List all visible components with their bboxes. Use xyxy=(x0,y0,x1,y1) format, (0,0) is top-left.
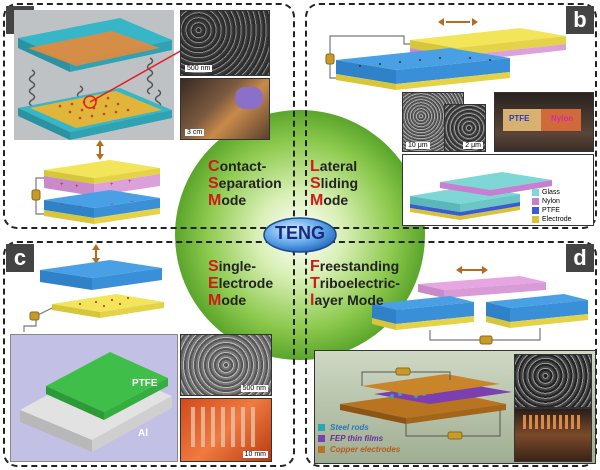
photo-ptfe-label: PTFE xyxy=(509,114,530,123)
legend-b-electrode: Electrode xyxy=(532,215,592,224)
panel-c-sem-scale: 500 nm xyxy=(240,385,268,392)
panel-d xyxy=(305,241,597,467)
panel-b-legend: Glass Nylon PTFE Electrode xyxy=(532,188,592,224)
mode-single-electrode: Single- Electrode Mode xyxy=(208,258,274,309)
panel-a-photo: 3 cm xyxy=(180,78,270,140)
panel-b-sem1-scale: 10 μm xyxy=(406,142,430,149)
svg-text:−: − xyxy=(130,199,134,205)
svg-text:+: + xyxy=(128,179,132,185)
panel-b-sem-image-2: 2 μm xyxy=(444,104,486,152)
legend-d-copper: Copper electrodes xyxy=(318,444,508,455)
panel-c-al-label: Al xyxy=(138,428,148,439)
legend-b-ptfe: PTFE xyxy=(532,206,592,215)
mode-lateral-sliding: Lateral Sliding Mode xyxy=(310,158,358,209)
panel-b xyxy=(305,3,597,229)
panel-c-photo: 10 mm xyxy=(180,398,272,462)
panel-c-sem-image: 500 nm xyxy=(180,334,272,396)
panel-c-illustration xyxy=(23,244,164,332)
panel-a-stack-diagram: + + + + − − − − xyxy=(31,140,160,224)
svg-text:−: − xyxy=(110,202,114,208)
panel-label-b: b xyxy=(566,6,594,34)
legend-b-glass: Glass xyxy=(532,188,592,197)
panel-c-photo-scale: 10 mm xyxy=(242,451,268,458)
svg-text:+: + xyxy=(60,182,64,188)
photo-copper-strips xyxy=(523,415,583,429)
panel-a-photo-scale: 3 cm xyxy=(185,129,205,136)
panel-c xyxy=(3,241,295,467)
teng-badge xyxy=(263,217,337,253)
panel-a-sem-scale: 500 nm xyxy=(185,65,213,72)
panel-d-sem-image xyxy=(514,354,592,408)
panel-c-ptfe-label: PTFE xyxy=(132,378,158,389)
panel-b-sem2-scale: 2 μm xyxy=(463,142,483,149)
electrode-pattern xyxy=(191,407,261,447)
panel-b-illustration xyxy=(325,18,566,90)
teng-label: TENG xyxy=(274,223,325,243)
legend-b-nylon: Nylon xyxy=(532,197,592,206)
svg-text:+: + xyxy=(110,182,114,188)
mode-freestanding: Freestanding Triboelectric- layer Mode xyxy=(310,258,400,309)
legend-d-steel-rods: Steel rods xyxy=(318,422,508,433)
photo-ptfe-strip xyxy=(503,109,541,131)
photo-nylon-label: Nylon xyxy=(551,114,574,123)
legend-d-fep: FEP thin films xyxy=(318,433,508,444)
svg-text:−: − xyxy=(78,204,82,210)
panel-a xyxy=(3,3,295,229)
panel-c-render-shapes xyxy=(20,352,172,452)
svg-text:−: − xyxy=(60,202,64,208)
panel-a-illustration xyxy=(14,10,201,140)
panel-label-c: c xyxy=(6,244,34,272)
photo-nylon-strip xyxy=(541,109,581,131)
panel-a-sem-image: 500 nm xyxy=(180,10,270,76)
panel-b-layers xyxy=(410,172,552,220)
panel-b-photo: PTFE Nylon xyxy=(494,92,594,152)
mode-contact-separation: Contact- Separation Mode xyxy=(208,158,282,209)
panel-d-legend: Steel rods FEP thin films Copper electro… xyxy=(318,422,508,455)
panel-d-photo xyxy=(514,408,592,462)
svg-text:+: + xyxy=(75,184,79,190)
panel-label-d: d xyxy=(566,244,594,272)
device-photo-glove xyxy=(235,87,263,109)
